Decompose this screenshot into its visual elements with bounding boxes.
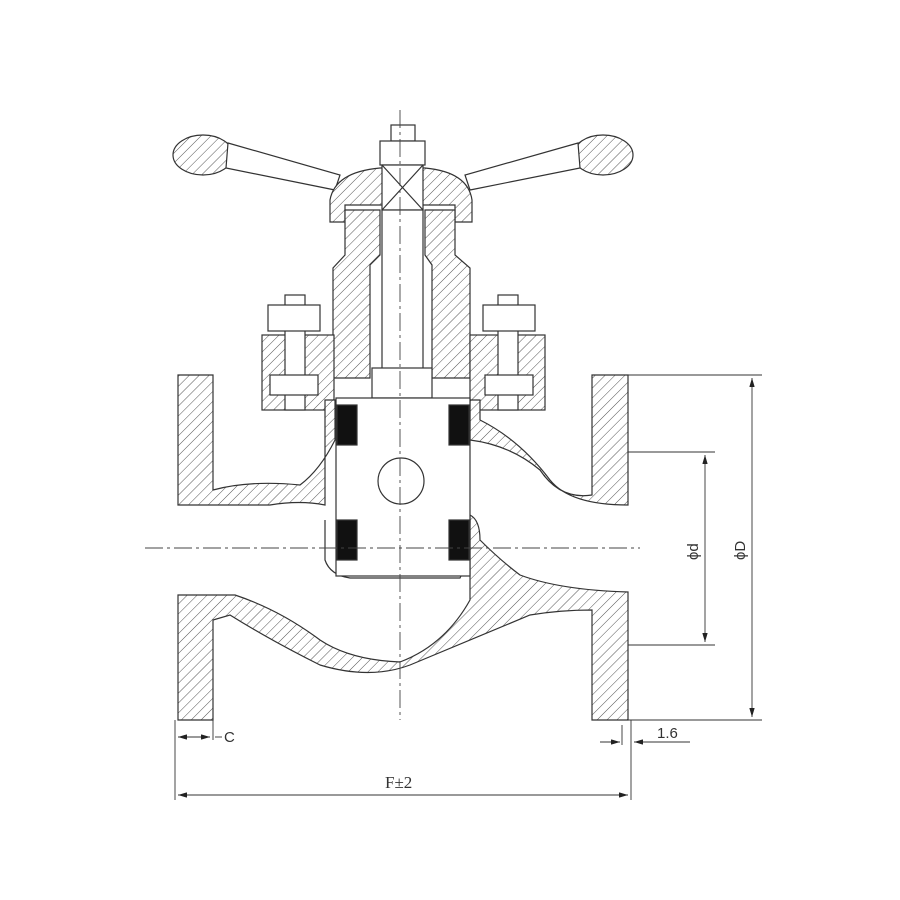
valve-body-lower [177,514,629,721]
center-lines [145,110,640,720]
packing [336,404,470,561]
disc-hole [377,457,425,505]
dim-bore-label: ϕd [685,543,702,560]
bonnet [332,209,381,379]
dim-flange-od-label: ϕD [732,541,749,560]
dimension-lines [174,374,762,800]
bolt-right [482,294,536,411]
stem-nut [379,124,426,211]
valve-body-upper [177,374,336,506]
dim-face-to-face-label: F±2 [385,773,412,792]
bolt-left [267,294,321,411]
dim-raised-face-label: 1.6 [657,725,678,742]
dim-c-label: C [224,729,235,746]
stem [381,209,424,371]
